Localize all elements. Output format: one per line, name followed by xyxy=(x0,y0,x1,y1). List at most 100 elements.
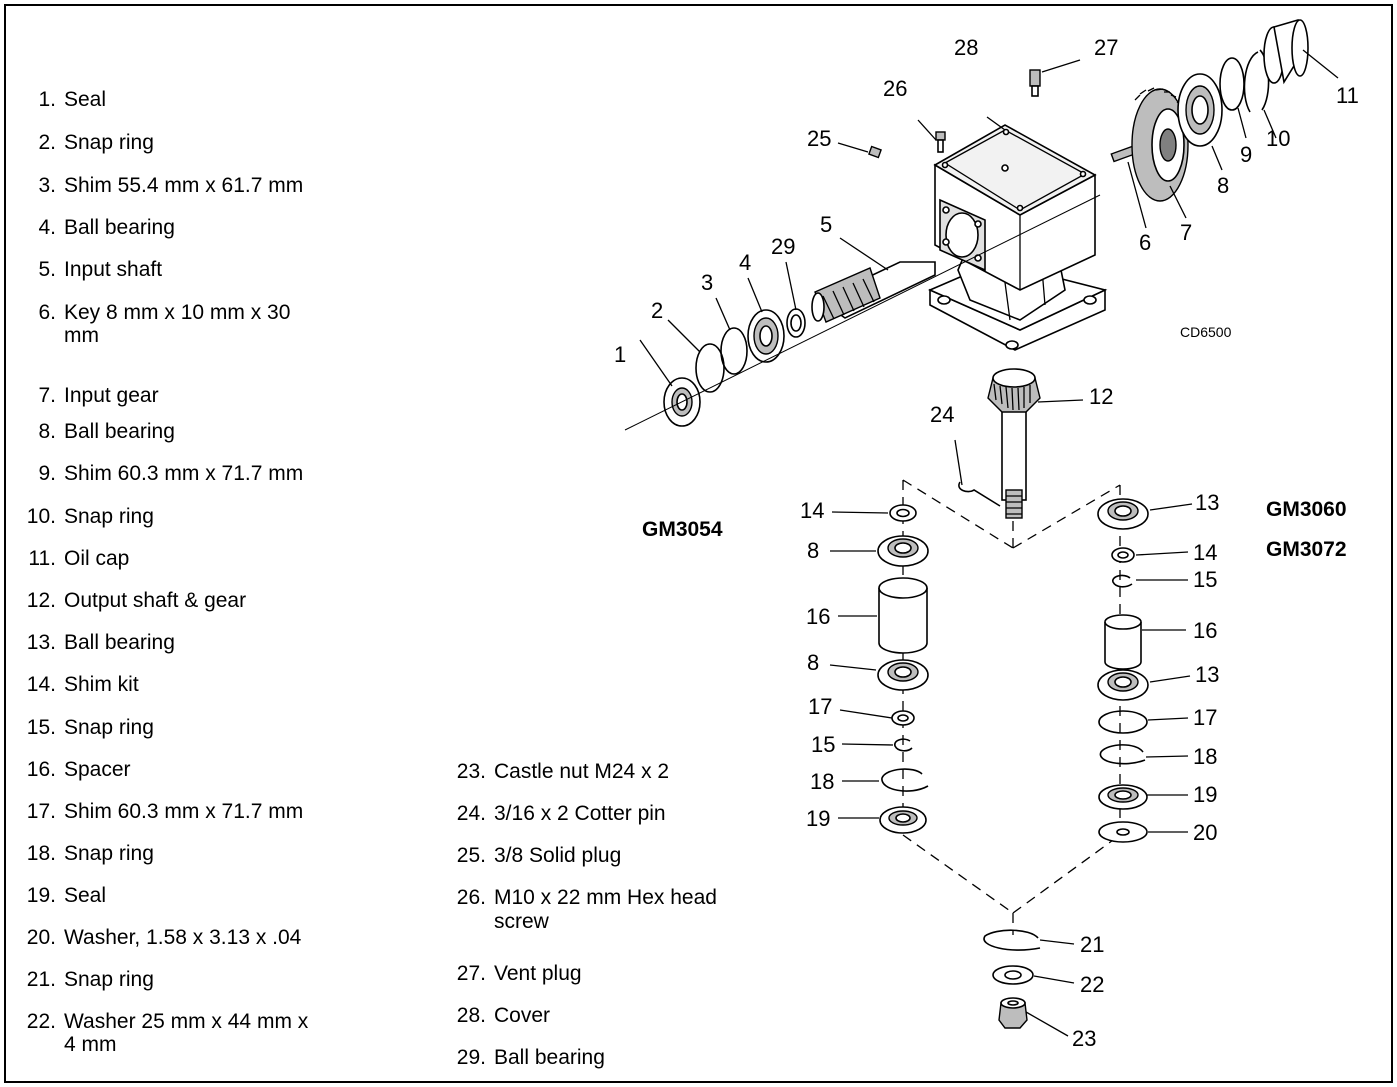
callout-2: 2 xyxy=(651,298,663,323)
callout-15-right: 15 xyxy=(1193,567,1217,592)
snap-ring-bottom xyxy=(983,929,1041,951)
part-number: 14. xyxy=(26,673,56,696)
callout-17-left: 17 xyxy=(808,694,832,719)
callout-22: 22 xyxy=(1080,972,1104,997)
stack-gm3060-gm3072 xyxy=(1097,498,1149,843)
solid-plug xyxy=(868,145,882,159)
callout-20-right: 20 xyxy=(1193,820,1217,845)
part-description: Snap ring xyxy=(64,968,154,991)
callout-16-right: 16 xyxy=(1193,618,1217,643)
callout-17-right: 17 xyxy=(1193,705,1217,730)
model-label-gm3054: GM3054 xyxy=(642,518,723,541)
part-description-cont: mm xyxy=(64,324,99,347)
part-number: 6. xyxy=(38,301,56,324)
callout-3: 3 xyxy=(701,270,713,295)
stack-gm3054 xyxy=(877,504,929,834)
part-number: 5. xyxy=(38,258,56,281)
callout-28: 28 xyxy=(954,35,978,60)
callout-29: 29 xyxy=(771,234,795,259)
part-number: 21. xyxy=(26,968,56,991)
part-description-cont: 4 mm xyxy=(64,1033,117,1056)
part-description: Oil cap xyxy=(64,547,130,570)
part-number: 15. xyxy=(26,716,56,739)
input-gear xyxy=(1131,87,1189,202)
part-number: 18. xyxy=(26,842,56,865)
shim-input xyxy=(720,327,748,375)
part-number: 28. xyxy=(456,1004,486,1027)
part-number: 27. xyxy=(456,962,486,985)
callout-26: 26 xyxy=(883,76,907,101)
part-number: 4. xyxy=(38,216,56,239)
part-number: 1. xyxy=(38,88,56,111)
part-description: Washer 25 mm x 44 mm x xyxy=(64,1010,309,1033)
callout-19-left: 19 xyxy=(806,806,830,831)
washer-bottom xyxy=(992,965,1034,985)
part-number: 11. xyxy=(28,547,56,570)
input-shaft xyxy=(811,261,936,323)
callout-4: 4 xyxy=(739,250,751,275)
part-description: Shim 60.3 mm x 71.7 mm xyxy=(64,800,304,823)
part-description: Input shaft xyxy=(64,258,163,281)
drawing-code: CD6500 xyxy=(1180,324,1232,340)
callout-19-right: 19 xyxy=(1193,782,1217,807)
part-description: Shim 55.4 mm x 61.7 mm xyxy=(64,174,304,197)
part-number: 7. xyxy=(38,384,56,407)
part-description: Output shaft & gear xyxy=(64,589,247,612)
callout-13-right-b: 13 xyxy=(1195,662,1219,687)
callout-21: 21 xyxy=(1080,932,1104,957)
part-description: Snap ring xyxy=(64,842,154,865)
callout-14-right: 14 xyxy=(1193,540,1217,565)
part-description: Spacer xyxy=(64,758,131,781)
part-description: Snap ring xyxy=(64,505,154,528)
callout-18-left: 18 xyxy=(810,769,834,794)
callout-24: 24 xyxy=(930,402,954,427)
part-number: 23. xyxy=(456,760,486,783)
part-description: Seal xyxy=(64,88,107,111)
part-description: Shim 60.3 mm x 71.7 mm xyxy=(64,462,304,485)
callout-8: 8 xyxy=(1217,173,1229,198)
part-number: 13. xyxy=(26,631,56,654)
part-description-cont: screw xyxy=(494,910,549,933)
part-description: Shim kit xyxy=(64,673,139,696)
ball-bearing-upper xyxy=(1177,73,1223,147)
page-frame xyxy=(4,4,1393,1083)
part-description: Key 8 mm x 10 mm x 30 xyxy=(64,301,291,324)
part-number: 22. xyxy=(26,1010,56,1033)
part-description: Ball bearing xyxy=(64,216,175,239)
part-description: Ball bearing xyxy=(64,420,175,443)
model-label-gm3060: GM3060 xyxy=(1266,498,1347,521)
part-number: 8. xyxy=(38,420,56,443)
callout-8-left-a: 8 xyxy=(807,538,819,563)
part-description: Washer, 1.58 x 3.13 x .04 xyxy=(64,926,302,949)
callout-16-left: 16 xyxy=(806,604,830,629)
part-number: 9. xyxy=(38,462,56,485)
ball-bearing-small xyxy=(786,308,806,338)
callout-23: 23 xyxy=(1072,1026,1096,1051)
part-number: 16. xyxy=(26,758,56,781)
key xyxy=(1110,145,1136,163)
callout-10: 10 xyxy=(1266,126,1290,151)
part-number: 10. xyxy=(26,505,56,528)
part-description: Snap ring xyxy=(64,716,154,739)
callout-8-left-b: 8 xyxy=(807,650,819,675)
callout-12: 12 xyxy=(1089,384,1113,409)
callout-13-right-a: 13 xyxy=(1195,490,1219,515)
part-number: 17. xyxy=(26,800,56,823)
gearbox-housing xyxy=(928,124,1108,351)
part-description: Seal xyxy=(64,884,107,907)
callout-18-right: 18 xyxy=(1193,744,1217,769)
part-description: M10 x 22 mm Hex head xyxy=(494,886,717,909)
part-description: Vent plug xyxy=(494,962,582,985)
part-number: 25. xyxy=(456,844,486,867)
cotter-pin xyxy=(958,481,1001,507)
callout-15-left: 15 xyxy=(811,732,835,757)
callout-6: 6 xyxy=(1139,230,1151,255)
snap-ring-input xyxy=(695,343,725,393)
oil-cap xyxy=(1263,18,1309,85)
callout-labels: 1 2 3 4 29 5 6 7 8 9 10 11 12 24 25 26 2… xyxy=(614,35,1359,1051)
part-description: Snap ring xyxy=(64,131,154,154)
part-description: Ball bearing xyxy=(494,1046,605,1069)
callout-25: 25 xyxy=(807,126,831,151)
model-label-gm3072: GM3072 xyxy=(1266,538,1347,561)
part-number: 26. xyxy=(456,886,486,909)
